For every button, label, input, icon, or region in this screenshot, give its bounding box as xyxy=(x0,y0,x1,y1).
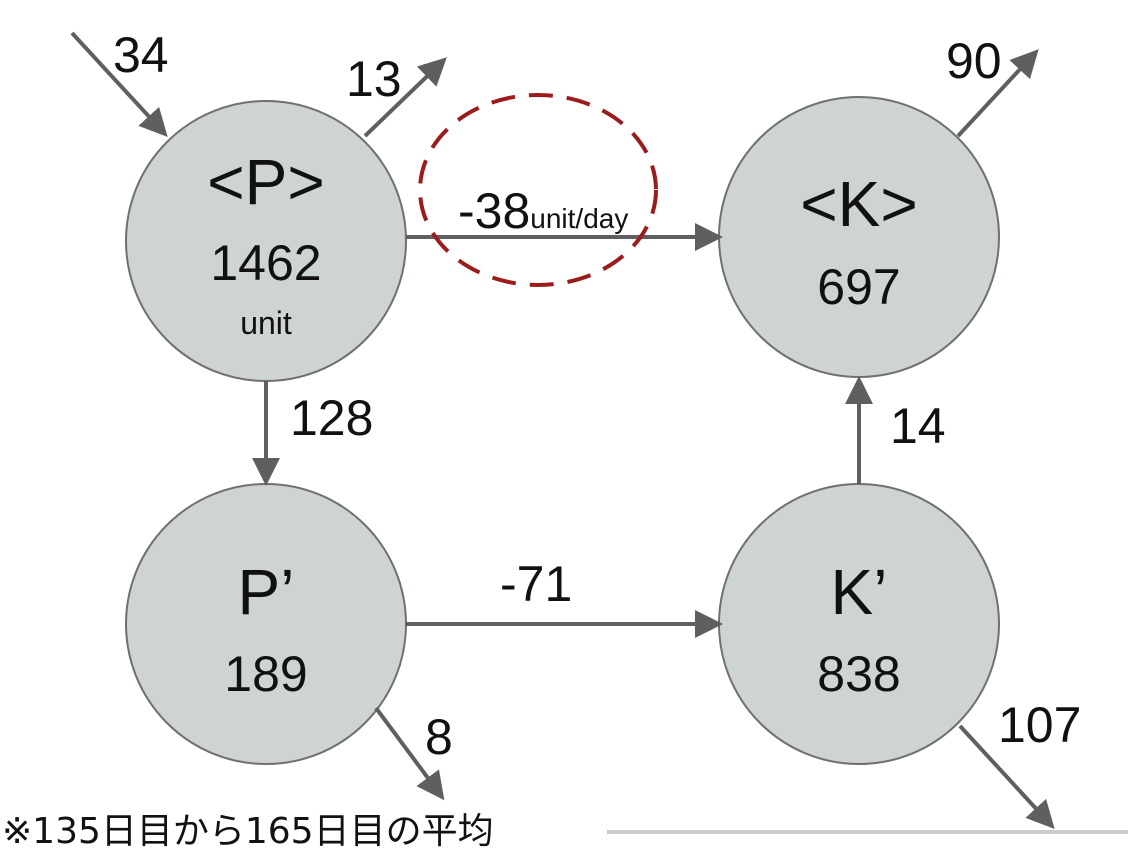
flow-inflow-p-label: 34 xyxy=(113,27,169,83)
flow-outflow-k-label: 90 xyxy=(946,33,1002,89)
node-p-prime-value: 189 xyxy=(224,646,308,702)
node-k-value: 697 xyxy=(817,259,901,315)
node-p-value: 1462 xyxy=(210,235,322,291)
flow-outflow-p-label: 13 xyxy=(346,51,402,107)
outflow-p-prime-arrow xyxy=(374,706,445,801)
highlight-ellipse xyxy=(418,93,658,287)
node-k-title: <K> xyxy=(800,168,918,240)
flow-p-to-k-label: -38unit/day xyxy=(458,186,628,236)
outflow-k-prime-arrow xyxy=(958,724,1055,829)
flow-outflow-p-prime-label: 8 xyxy=(425,709,453,765)
flow-p-to-k-unit: unit/day xyxy=(530,203,629,234)
node-k-prime-value: 838 xyxy=(817,646,901,702)
flow-p-to-p-prime-label: 128 xyxy=(290,390,374,446)
flow-outflow-k-prime-label: 107 xyxy=(998,697,1082,753)
flow-p-prime-to-k-prime-label: -71 xyxy=(500,556,573,612)
node-k-prime-title: K’ xyxy=(830,556,888,628)
flow-p-to-k-value: -38 xyxy=(458,183,531,239)
node-p-prime-title: P’ xyxy=(237,556,295,628)
inflow-p-arrow xyxy=(70,31,168,137)
flow-k-prime-to-k-label: 14 xyxy=(890,398,946,454)
node-p-unit: unit xyxy=(240,305,292,341)
footnote: ※135日目から165日目の平均 xyxy=(2,811,494,852)
node-p-title: <P> xyxy=(207,146,325,218)
outflow-p-arrow xyxy=(363,57,447,138)
outflow-k-arrow xyxy=(956,49,1039,138)
